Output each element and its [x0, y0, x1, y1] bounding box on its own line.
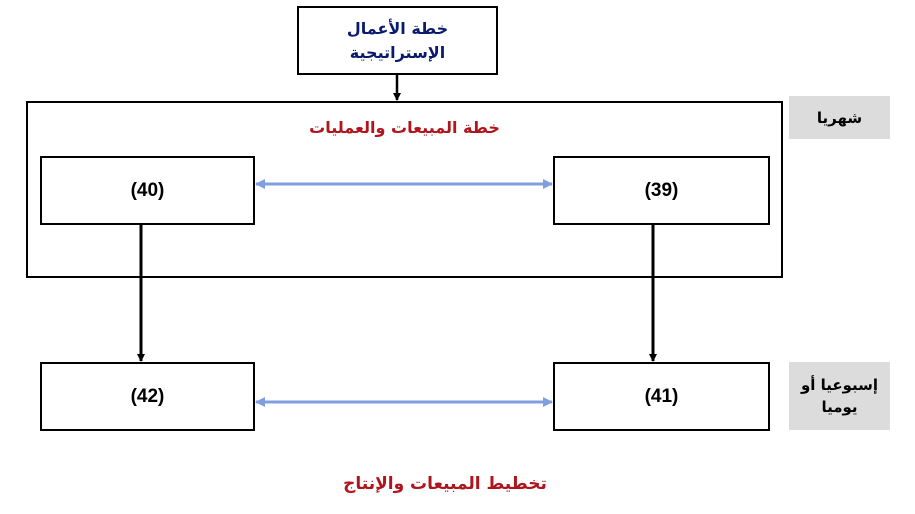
side-label-weekly-line1: إسبوعيا أو — [800, 376, 879, 394]
node-40: (40) — [40, 156, 255, 225]
operations-plan-frame — [26, 101, 783, 278]
sales-production-planning-title: تخطيط المبيعات والإنتاج — [343, 474, 547, 494]
node-41: (41) — [553, 362, 770, 431]
node-39: (39) — [553, 156, 770, 225]
side-label-monthly: شهريا — [789, 96, 890, 139]
strategic-box-line1: خطة الأعمال — [346, 18, 449, 38]
node-42: (42) — [40, 362, 255, 431]
side-label-monthly-text: شهريا — [816, 108, 863, 127]
operations-plan-title: خطة المبيعات والعمليات — [309, 118, 500, 137]
node-42-label: (42) — [130, 385, 165, 407]
node-40-label: (40) — [130, 179, 165, 201]
side-label-weekly-daily: إسبوعيا أو يوميا — [789, 362, 890, 430]
strategic-business-plan-box: خطة الأعمال الإستراتيجية — [297, 6, 498, 75]
side-label-weekly-line2: يوميا — [821, 398, 858, 416]
node-39-label: (39) — [644, 179, 679, 201]
node-41-label: (41) — [644, 385, 679, 407]
strategic-box-line2: الإستراتيجية — [349, 42, 446, 62]
